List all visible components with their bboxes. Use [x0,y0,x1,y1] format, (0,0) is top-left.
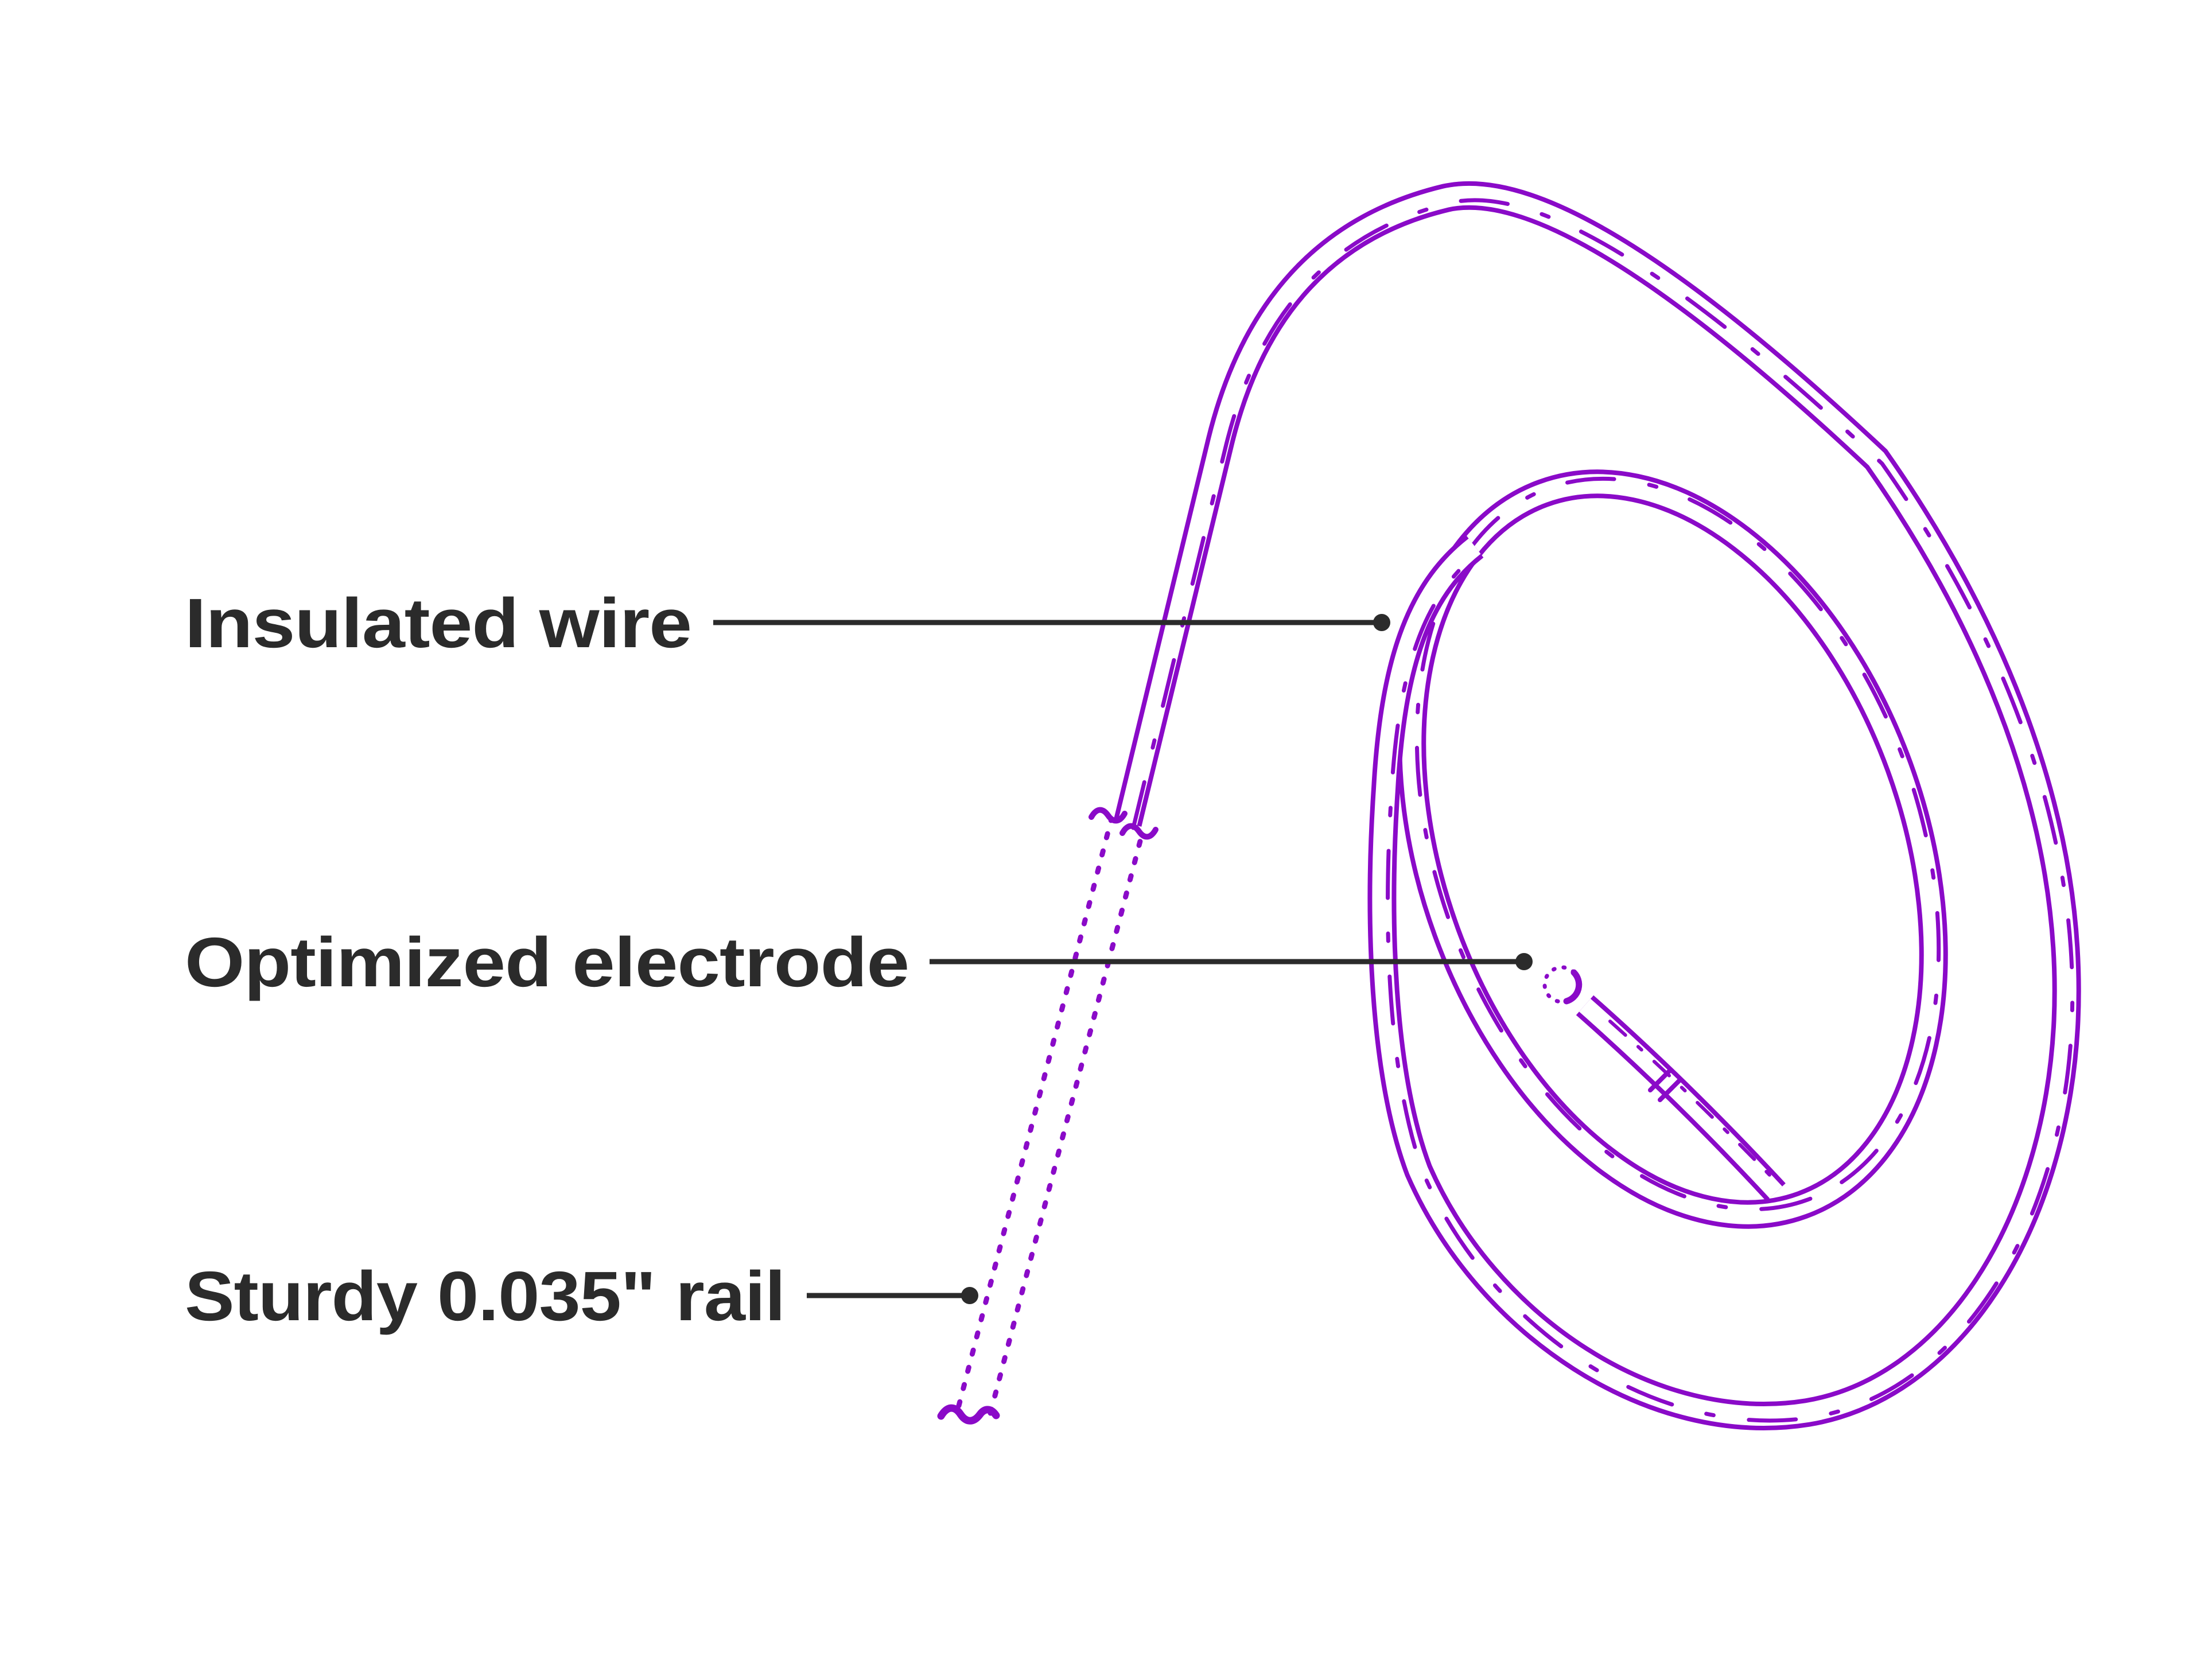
annotation-insulated-wire: Insulated wire [185,584,1390,662]
annotation-optimized-electrode: Optimized electrode [185,923,1533,1001]
rail-edge-left [956,816,1114,1409]
inner-coil-accent [1414,476,1941,1212]
sturdy-rail-label: Sturdy 0.035" rail [185,1257,785,1335]
rail-tip-break-mark [937,1404,1000,1425]
segment-joint-seam [1658,1078,1682,1102]
tip-segment-accent [1608,1020,1772,1178]
outer-coil-accent [1131,198,2075,1423]
segment-joint-seam [1648,1068,1672,1092]
sturdy-rail-leader-dot [961,1287,978,1304]
catheter-illustration [937,181,2081,1430]
annotations: Insulated wire Optimized electrode Sturd… [185,584,1533,1335]
electrode-ball-cap [1563,969,1583,1005]
optimized-electrode-label: Optimized electrode [185,923,909,1001]
tip-segment-core [1579,998,1783,1199]
shaft-transition-break-mark [1088,807,1128,824]
insulated-wire-leader-dot [1373,614,1390,631]
electrode-tip [1542,965,1583,1005]
guidewire-rail-dotted-outline [937,807,1159,1425]
inner-coil-core [1402,474,1943,1224]
rail-edge-right [988,827,1146,1416]
outer-coil-tube [1113,181,2081,1430]
electrode-tip-segment [1576,995,1786,1201]
annotation-sturdy-rail: Sturdy 0.035" rail [185,1257,978,1335]
shaft-transition-break-mark [1119,823,1159,840]
inner-coil-tube [1397,469,1948,1229]
outer-coil-core [1118,186,2077,1426]
insulated-wire-label: Insulated wire [185,584,691,662]
optimized-electrode-leader-dot [1515,953,1533,970]
